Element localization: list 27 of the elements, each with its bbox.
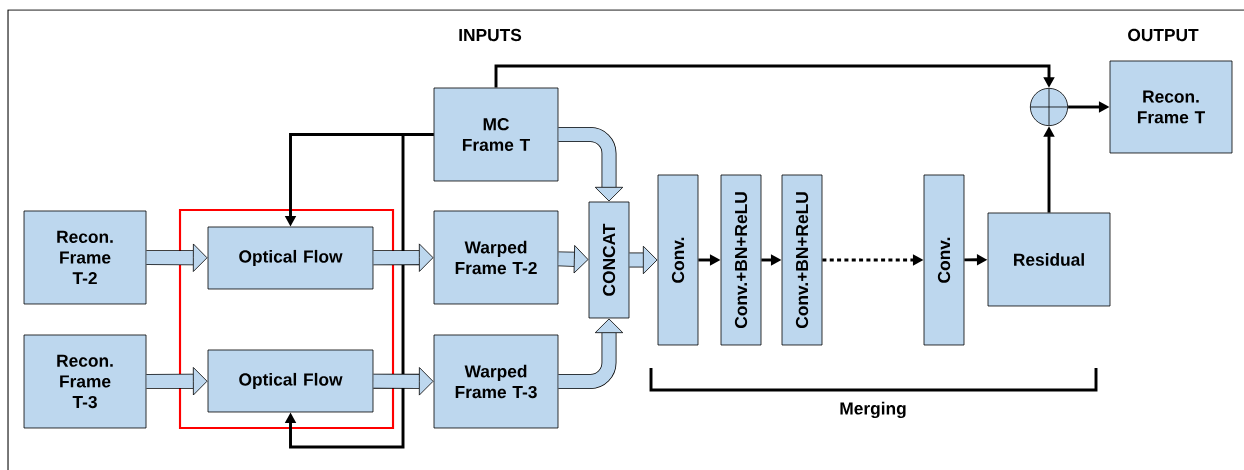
- layer-box: Conv.+BN+ReLU: [781, 174, 823, 346]
- bracket-label: Merging: [840, 401, 906, 419]
- frame-box: Recon. Frame T-3: [23, 334, 147, 429]
- block-arrow: [558, 318, 624, 389]
- process-box: Residual: [987, 212, 1111, 307]
- block-arrow: [146, 243, 208, 272]
- block-arrow: [146, 367, 208, 396]
- arrow: [284, 133, 434, 449]
- block-arrow: [558, 245, 589, 274]
- block-arrow: [373, 367, 434, 396]
- frame-box: Warped Frame T-3: [433, 334, 559, 429]
- frame-box: Recon. Frame T: [1109, 60, 1233, 154]
- highlight-frame: [178, 208, 395, 430]
- block-arrow: [373, 243, 434, 272]
- block-arrow: [558, 127, 624, 202]
- layer-box: Conv.+BN+ReLU: [720, 174, 762, 346]
- arrow: [494, 64, 1055, 88]
- frame-box: Recon. Frame T-2: [23, 210, 147, 305]
- sum-circle: [1029, 87, 1069, 127]
- section-heading: INPUTS: [459, 28, 522, 42]
- section-heading: OUTPUT: [1128, 28, 1199, 42]
- layer-box: Conv.: [923, 174, 965, 346]
- process-box: Optical Flow: [207, 226, 374, 290]
- block-arrow: [629, 245, 658, 275]
- frame-box: MC Frame T: [433, 87, 559, 182]
- process-box: Optical Flow: [207, 349, 374, 413]
- frame-box: Warped Frame T-2: [433, 210, 559, 305]
